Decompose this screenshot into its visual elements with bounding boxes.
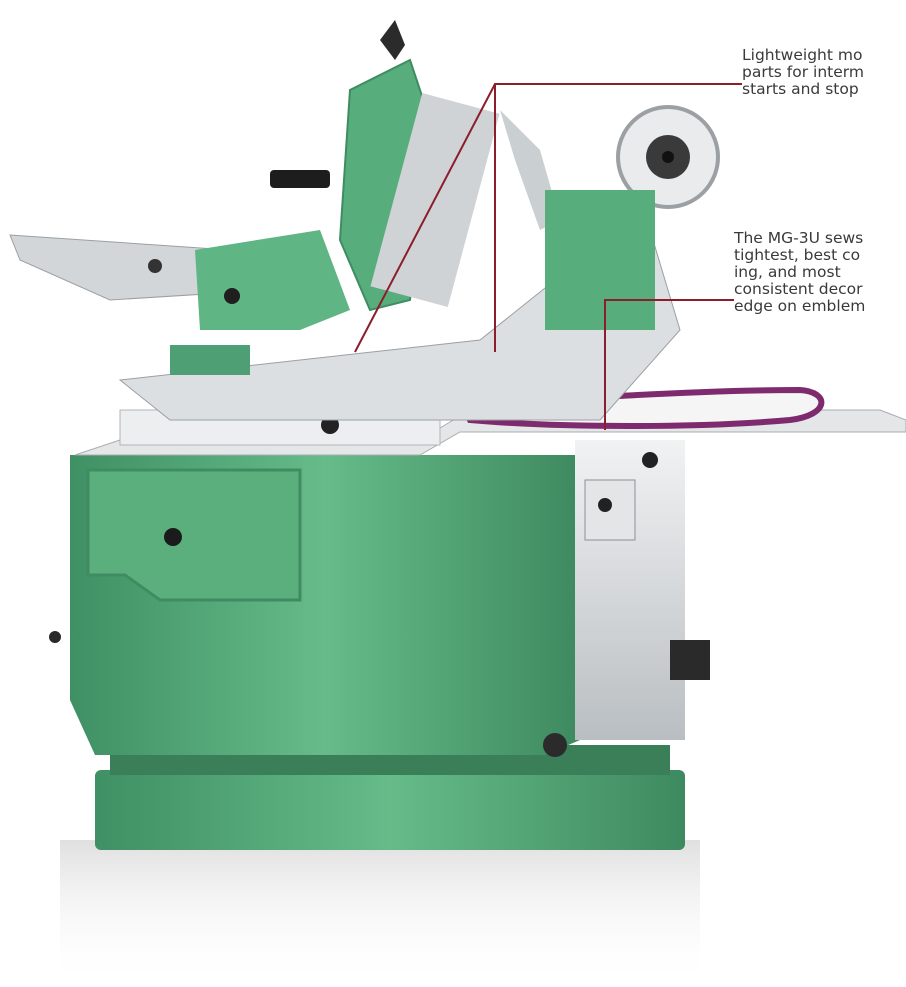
callout-line: consistent decor bbox=[734, 280, 863, 298]
machine-base bbox=[95, 770, 685, 850]
floor-reflection bbox=[60, 840, 700, 987]
callout-line: The MG-3U sews bbox=[734, 229, 864, 247]
callout-line: tightest, best co bbox=[734, 246, 861, 264]
callout-line: ing, and most bbox=[734, 263, 841, 281]
callout-emblem-edge: The MG-3U sews tightest, best co ing, an… bbox=[734, 230, 865, 315]
callout-line: edge on emblem bbox=[734, 297, 866, 315]
callout-line: starts and stop bbox=[742, 80, 859, 98]
upper-frame bbox=[118, 229, 681, 421]
callout-moving-parts: Lightweight mo parts for interm starts a… bbox=[742, 47, 864, 98]
leader-line-2 bbox=[604, 299, 734, 430]
callout-line: Lightweight mo bbox=[742, 46, 863, 64]
leader-lines bbox=[354, 83, 742, 430]
callout-line: parts for interm bbox=[742, 63, 864, 81]
